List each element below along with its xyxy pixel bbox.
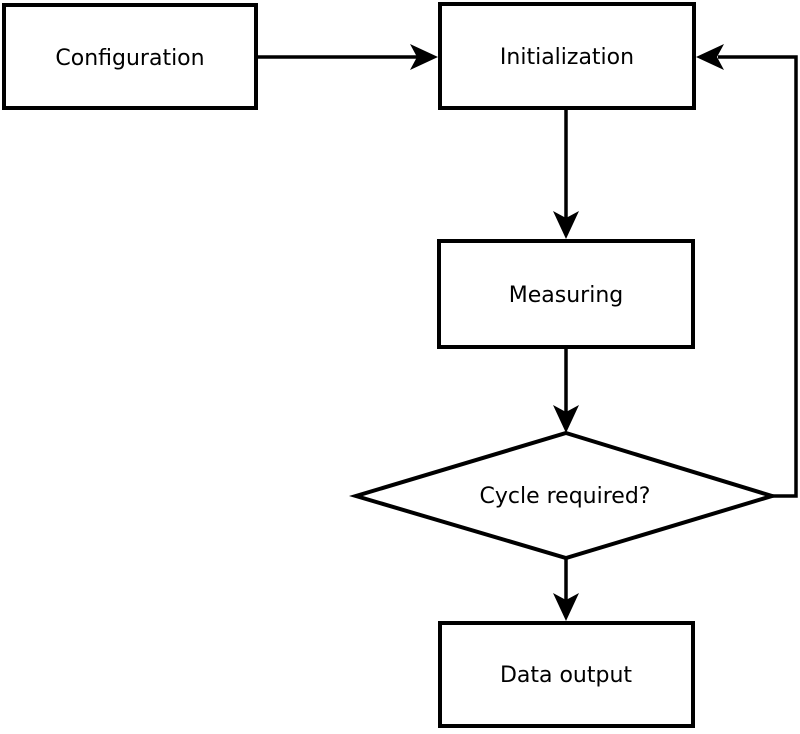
cycle-required-diamond <box>348 430 779 561</box>
cycle-required-label: Cycle required? <box>480 484 651 509</box>
initialization-box <box>438 2 696 110</box>
edge-cycle-required-to-initialization-feedback <box>718 55 798 498</box>
node-measuring: Measuring <box>437 239 695 349</box>
initialization-label: Initialization <box>500 45 634 70</box>
configuration-box <box>2 3 258 110</box>
measuring-box <box>437 239 695 349</box>
measuring-label: Measuring <box>509 283 623 308</box>
node-configuration: Configuration <box>2 3 258 110</box>
arrowhead-down-icon <box>553 593 579 621</box>
arrowhead-left-icon <box>696 44 724 70</box>
arrowhead-right-icon <box>410 44 438 70</box>
arrowhead-down-icon <box>553 211 579 239</box>
node-data-output: Data output <box>438 621 695 728</box>
node-cycle-required: Cycle required? <box>348 430 779 561</box>
data-output-label: Data output <box>500 663 632 688</box>
data-output-box <box>438 621 695 728</box>
arrowhead-down-icon <box>553 405 579 433</box>
node-initialization: Initialization <box>438 2 696 110</box>
configuration-label: Configuration <box>55 46 204 71</box>
